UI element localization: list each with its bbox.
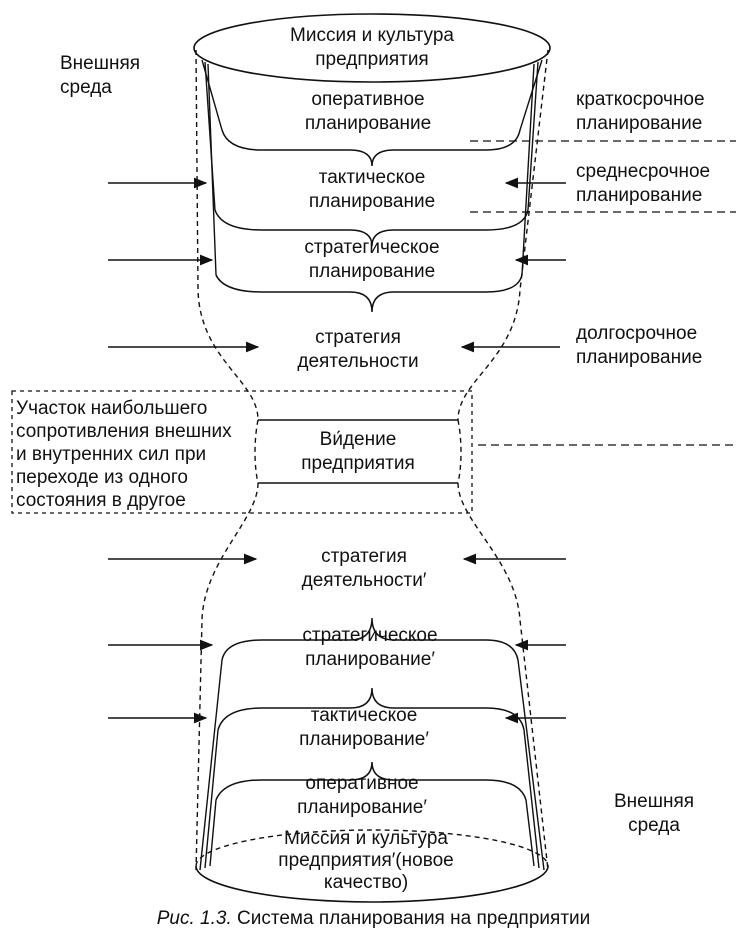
top-funnel-line-2 xyxy=(204,61,216,211)
bottom-mission-ellipse-bottom xyxy=(195,865,549,903)
brace-strategic-bottom xyxy=(221,617,519,661)
bottom-funnel-line-6 xyxy=(525,799,535,867)
resistance-zone-box xyxy=(11,390,473,514)
top-funnel-line-4 xyxy=(519,59,543,131)
brace-tactical-bottom xyxy=(217,687,525,731)
outer-dashed-right-top xyxy=(457,49,549,421)
bottom-funnel-line-2 xyxy=(204,729,219,869)
top-funnel-line-3 xyxy=(207,63,217,276)
bottom-mission-label: Миссия и культура предприятия′(новое кач… xyxy=(278,828,454,893)
top-mission-ellipse xyxy=(193,13,551,83)
outer-dashed-left-bottom xyxy=(195,482,259,871)
vision-right-side xyxy=(457,419,462,484)
outer-dashed-right-bottom xyxy=(457,482,549,871)
resistance-zone-label: Участок наибольшего сопротивления внешни… xyxy=(16,398,232,511)
top-funnel-line-5 xyxy=(527,61,539,211)
brace-strategic-top xyxy=(215,274,523,313)
figure-caption: Рис. 1.3. Система планирования на предпр… xyxy=(0,908,747,930)
figure-number: Рис. 1.3. xyxy=(156,908,232,929)
bottom-funnel-line-4 xyxy=(517,659,545,871)
top-funnel-line-6 xyxy=(521,63,535,276)
bottom-funnel-line-5 xyxy=(523,729,540,869)
brace-operative-bottom xyxy=(215,761,527,801)
bottom-mission-ellipse-top xyxy=(195,829,549,867)
vision-left-side xyxy=(254,419,259,484)
brace-operative-top xyxy=(221,129,521,167)
brace-tactical-top xyxy=(214,209,529,247)
bottom-funnel-line-1 xyxy=(199,659,223,871)
figure-title: Система планирования на предприятии xyxy=(231,908,591,929)
outer-dashed-left-top xyxy=(195,49,259,421)
bottom-funnel-line-3 xyxy=(209,799,217,867)
